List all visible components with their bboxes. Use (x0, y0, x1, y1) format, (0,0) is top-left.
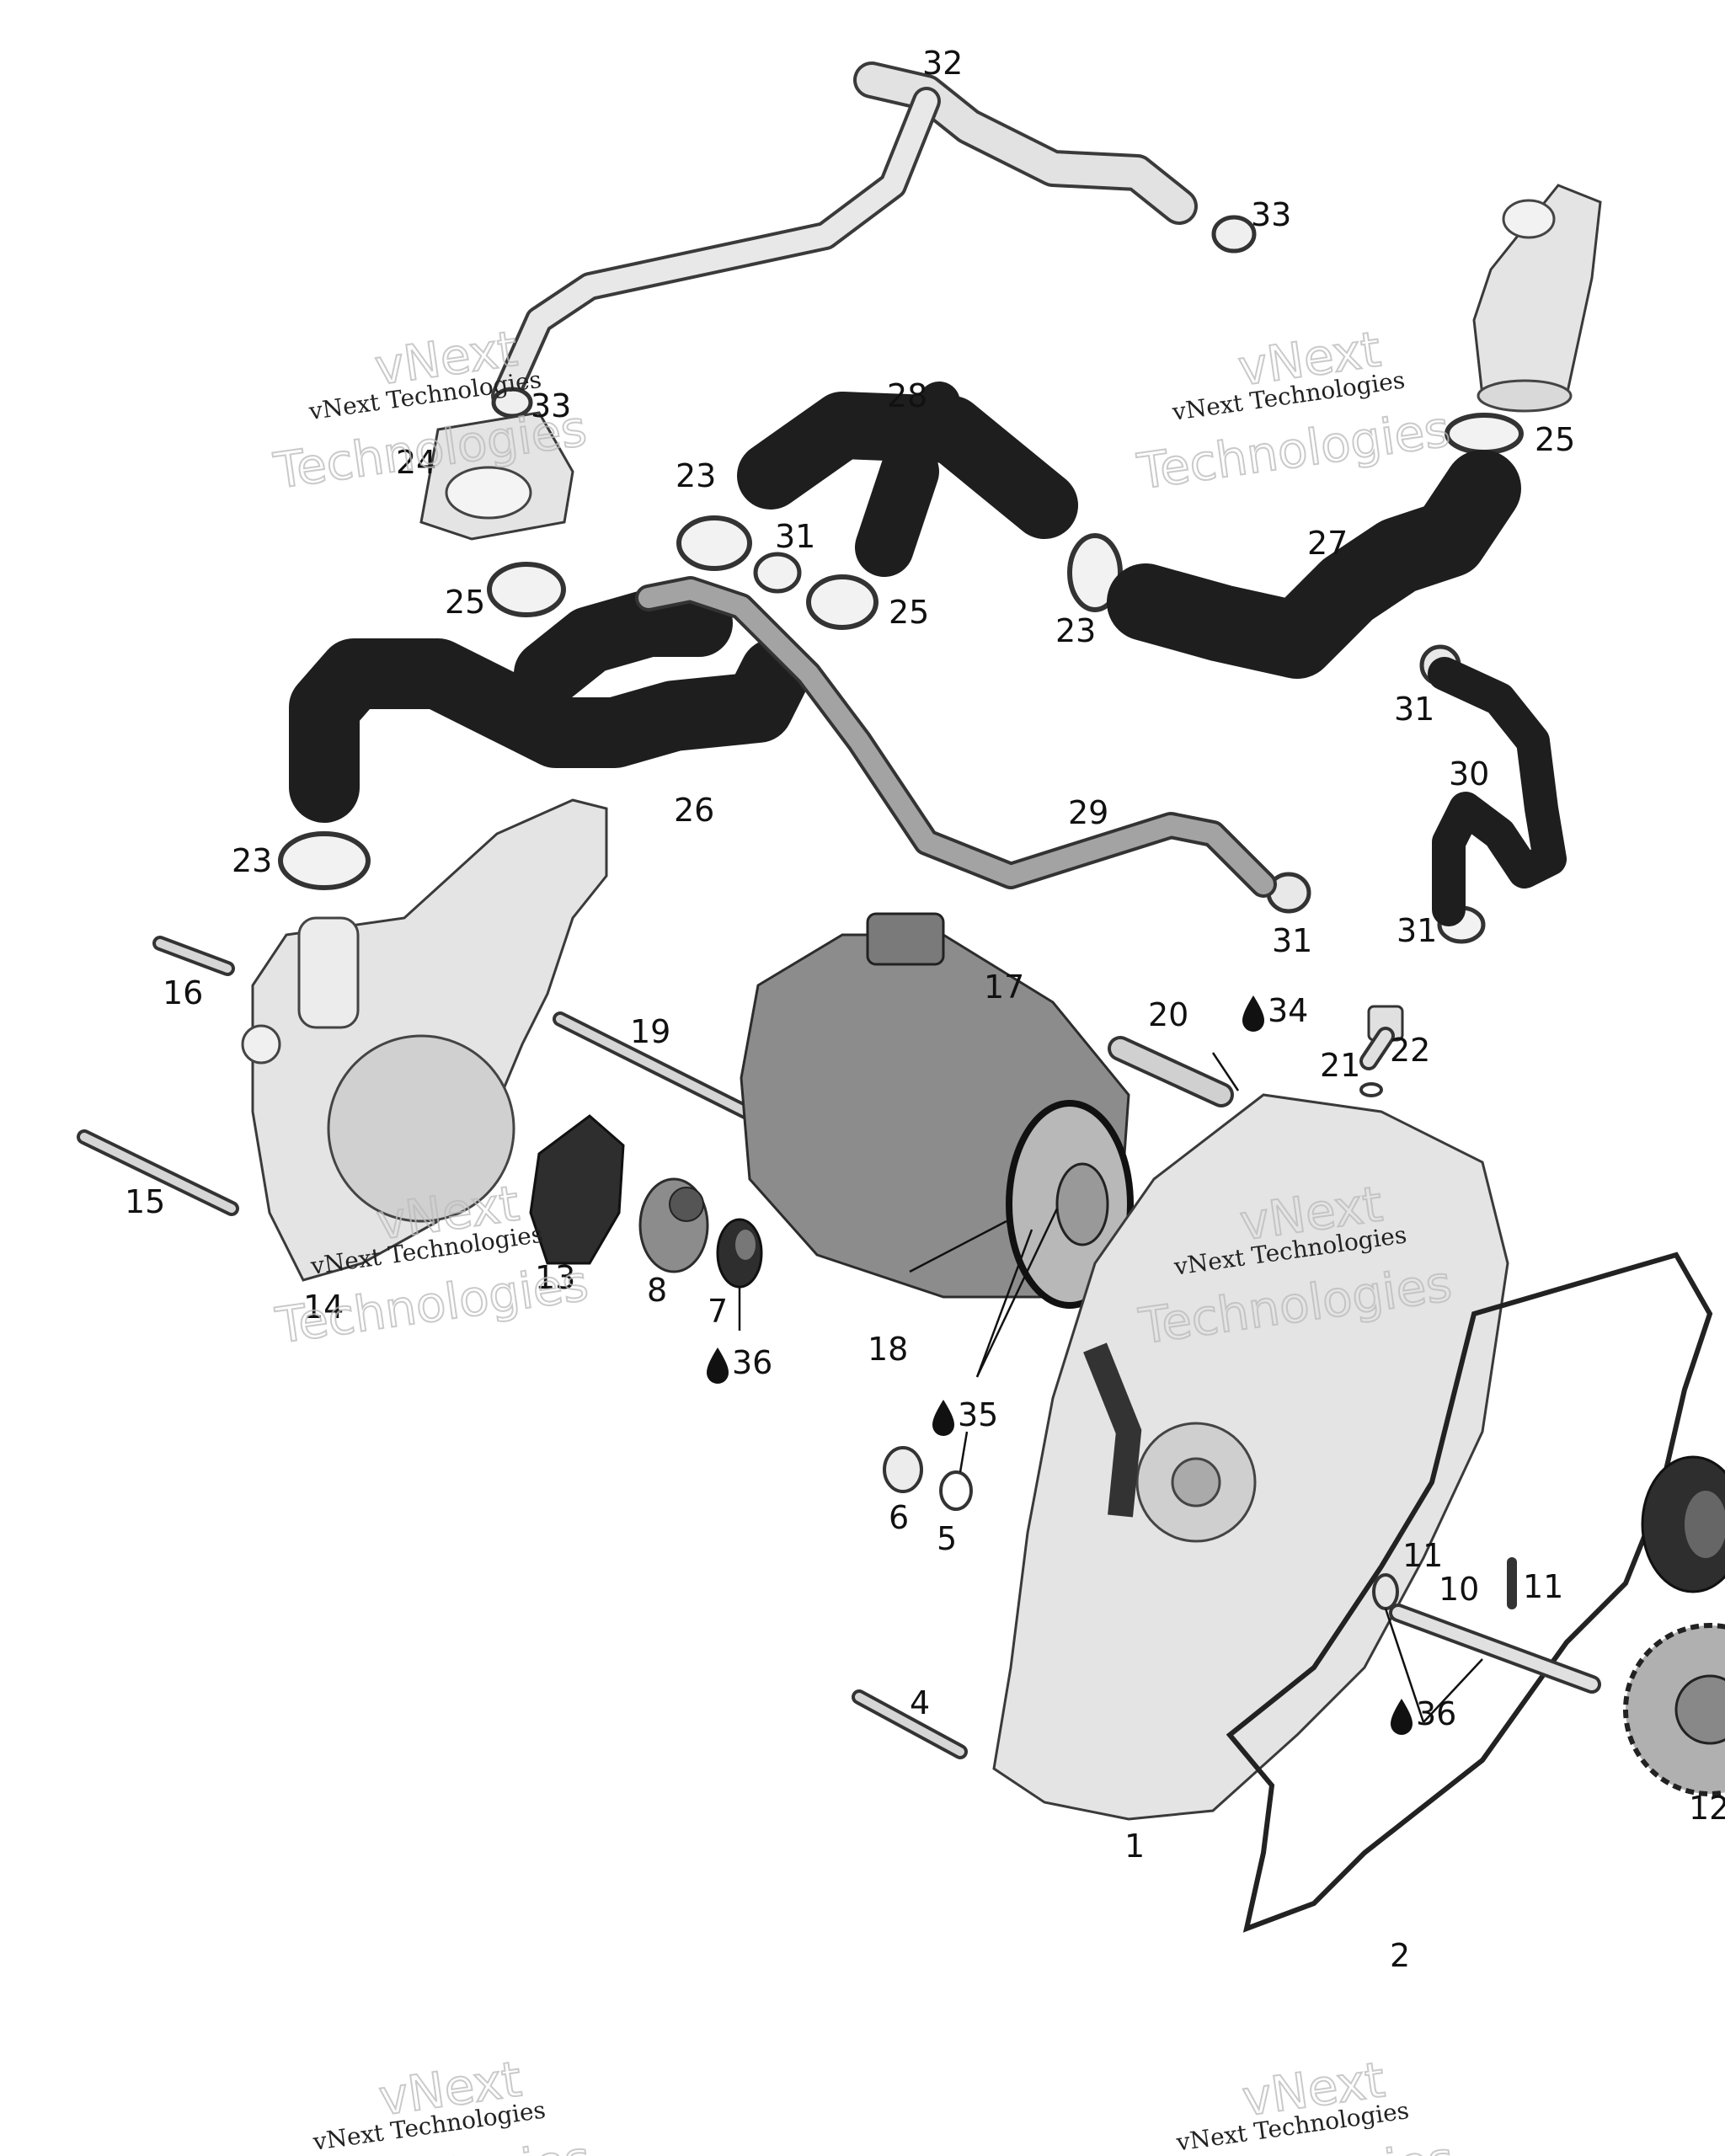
callout-7: 7 (708, 1293, 728, 1330)
callout-28: 28 (887, 377, 927, 414)
callout-19: 19 (630, 1013, 670, 1050)
sensor-20 (1108, 1036, 1234, 1107)
callout-35: 35 (932, 1396, 998, 1436)
o-ring-21 (1359, 1082, 1383, 1097)
callout-11-washer: 11 (1402, 1537, 1443, 1574)
hose-30 (1428, 657, 1567, 926)
seal-7 (716, 1218, 763, 1289)
coolant-pipe-32 (491, 61, 1198, 410)
callout-25-right: 25 (1535, 421, 1575, 458)
callout-14: 14 (303, 1289, 344, 1326)
clamp-33-upper (1211, 215, 1257, 253)
bolt-4 (852, 1689, 968, 1759)
callout-15: 15 (125, 1183, 165, 1220)
callout-25-left: 25 (445, 584, 485, 621)
gear-12 (1623, 1623, 1725, 1796)
oil-drop-icon (932, 1400, 954, 1436)
impeller-13 (529, 1114, 625, 1265)
callout-24: 24 (396, 444, 436, 481)
svg-text:36: 36 (1416, 1695, 1456, 1732)
callout-36-left: 36 (707, 1344, 772, 1384)
callout-10: 10 (1439, 1571, 1479, 1608)
engine-cover-1 (992, 1093, 1509, 1821)
callout-31-right-upper: 31 (1394, 691, 1434, 728)
oil-drop-icon (707, 1348, 729, 1384)
callout-labels: 1 2 4 5 6 7 8 10 11 11 12 13 14 15 16 17… (125, 45, 1725, 1974)
watermark-bottom-left: vNext vNext Technologies Technologies (274, 2049, 595, 2156)
gasket-2 (1226, 1251, 1713, 1933)
callout-33-lower: 33 (531, 387, 571, 424)
plug-22 (1359, 1005, 1404, 1070)
callout-36-right: 36 (1391, 1695, 1456, 1735)
callout-31-right-lower: 31 (1397, 912, 1437, 949)
callout-11-pin: 11 (1523, 1568, 1563, 1605)
bearing-right (1641, 1455, 1725, 1593)
oil-drop-icon (1391, 1699, 1413, 1735)
callout-1: 1 (1124, 1828, 1145, 1865)
callout-4: 4 (910, 1684, 930, 1721)
callout-23-top: 23 (676, 457, 716, 494)
callout-5: 5 (937, 1520, 957, 1557)
tee-hose-28 (737, 382, 1078, 577)
clamp-25-right (1445, 413, 1524, 455)
callout-26: 26 (674, 792, 714, 829)
clamp-23-top (676, 515, 752, 571)
callout-25-middle: 25 (889, 594, 929, 631)
bolt-15 (77, 1129, 239, 1216)
shaft-10 (1389, 1604, 1601, 1694)
o-ring-5 (939, 1470, 973, 1511)
leader-lines (738, 1052, 1483, 1723)
callout-12: 12 (1689, 1790, 1725, 1827)
watermark-top-right: vNext vNext Technologies Technologies (1133, 319, 1454, 501)
callout-23-left: 23 (232, 842, 272, 879)
magneto-cover-17 (740, 912, 1134, 1309)
callout-2: 2 (1390, 1937, 1410, 1974)
callout-6: 6 (889, 1499, 909, 1536)
callout-31-top: 31 (775, 518, 815, 555)
bypass-pipe-29 (635, 576, 1277, 898)
radiator-hose-27 (1107, 450, 1521, 679)
callout-8: 8 (647, 1272, 667, 1309)
seal-8 (638, 1177, 709, 1273)
callout-33-upper: 33 (1251, 196, 1291, 233)
callout-29: 29 (1068, 794, 1108, 831)
callout-16: 16 (163, 974, 203, 1011)
bolt-16 (152, 936, 235, 976)
watermark-bottom-right: vNext vNext Technologies Technologies (1137, 2050, 1458, 2156)
svg-text:35: 35 (958, 1396, 998, 1433)
oil-drop-icon (1242, 995, 1264, 1032)
seal-6 (883, 1446, 923, 1493)
clamp-31-top (753, 552, 802, 594)
clamp-25-middle (806, 574, 879, 630)
callout-34: 34 (1242, 992, 1308, 1032)
callout-13: 13 (535, 1259, 575, 1296)
clamp-23-middle (1067, 533, 1123, 612)
callout-27: 27 (1307, 525, 1348, 562)
callout-17: 17 (984, 969, 1024, 1006)
clamp-25-left (487, 562, 566, 617)
callout-23-middle: 23 (1055, 612, 1096, 649)
callout-20: 20 (1148, 996, 1188, 1033)
callout-30: 30 (1449, 755, 1489, 792)
water-pump-housing-14 (241, 798, 608, 1282)
clamp-23-left (278, 831, 371, 890)
callout-18: 18 (868, 1331, 908, 1368)
thermostat-housing-right (1472, 184, 1602, 413)
callout-22: 22 (1390, 1032, 1430, 1069)
svg-text:36: 36 (732, 1344, 772, 1381)
callout-31-lower: 31 (1272, 922, 1312, 959)
thermostat-housing-24 (419, 411, 574, 541)
washer-11 (1372, 1573, 1399, 1610)
svg-text:34: 34 (1268, 992, 1308, 1029)
callout-21: 21 (1320, 1047, 1360, 1084)
callout-32: 32 (922, 45, 963, 82)
hose-26 (289, 590, 810, 823)
